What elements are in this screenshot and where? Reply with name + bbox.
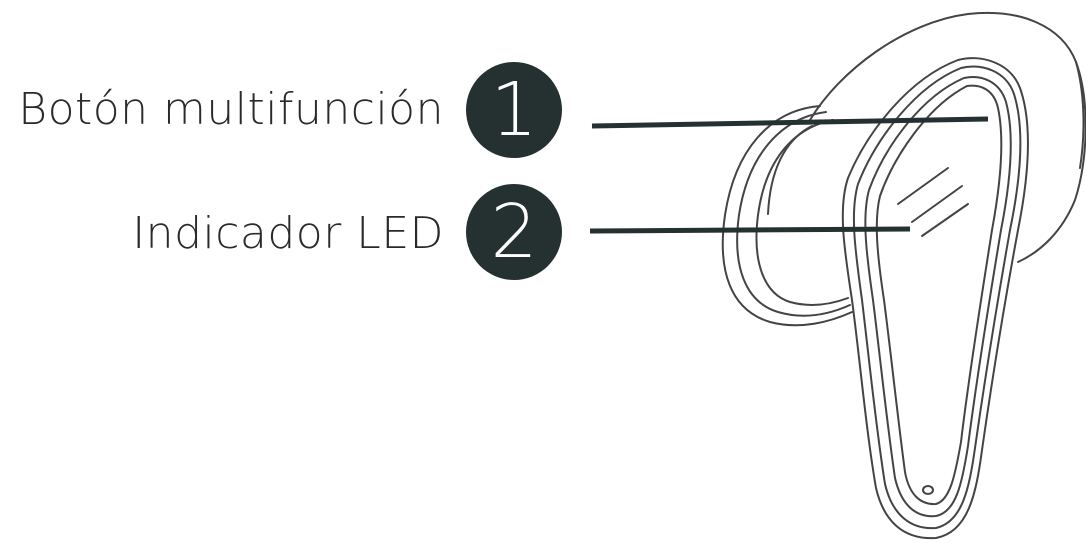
led-window <box>897 167 969 237</box>
callout-number-badge-1: 1 <box>466 62 562 158</box>
earbud-stem <box>841 57 1030 540</box>
mic-hole <box>922 485 934 495</box>
earbud-shell <box>809 11 1086 263</box>
callout-label-led-indicator: Indicador LED <box>132 208 444 259</box>
callout-number-badge-2: 2 <box>466 184 562 280</box>
ear-tip <box>721 105 853 327</box>
leader-line-2 <box>589 226 911 234</box>
leader-line-1 <box>591 116 989 129</box>
callout-label-multifunction-button: Botón multifunción <box>18 84 444 135</box>
